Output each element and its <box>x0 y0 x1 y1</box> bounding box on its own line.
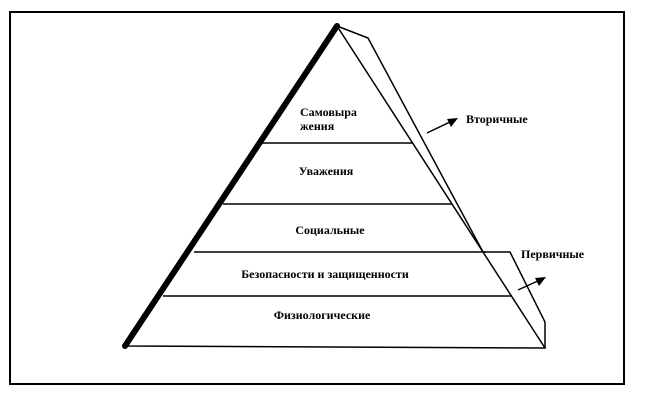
secondary-arrow-head <box>447 118 458 127</box>
diagram-border <box>9 11 625 385</box>
group-bracket <box>336 25 546 348</box>
group-label-secondary: Вторичные <box>466 112 528 126</box>
level-label-safety: Безопасности и защищенности <box>241 267 409 281</box>
level-label-physiological: Физиологические <box>274 308 371 322</box>
pyramid-left-edge <box>122 23 340 349</box>
primary-arrow <box>517 279 541 291</box>
level-label-social: Социальные <box>295 223 365 237</box>
level-label-self-actualization-line1: Самовыра <box>300 105 357 119</box>
secondary-arrow <box>426 120 453 134</box>
level-label-self-actualization-line2: жения <box>300 119 335 133</box>
pyramid-outline <box>124 24 547 349</box>
primary-arrow-head <box>535 277 546 286</box>
level-label-esteem: Уважения <box>299 164 354 178</box>
group-label-primary: Первичные <box>521 247 585 261</box>
